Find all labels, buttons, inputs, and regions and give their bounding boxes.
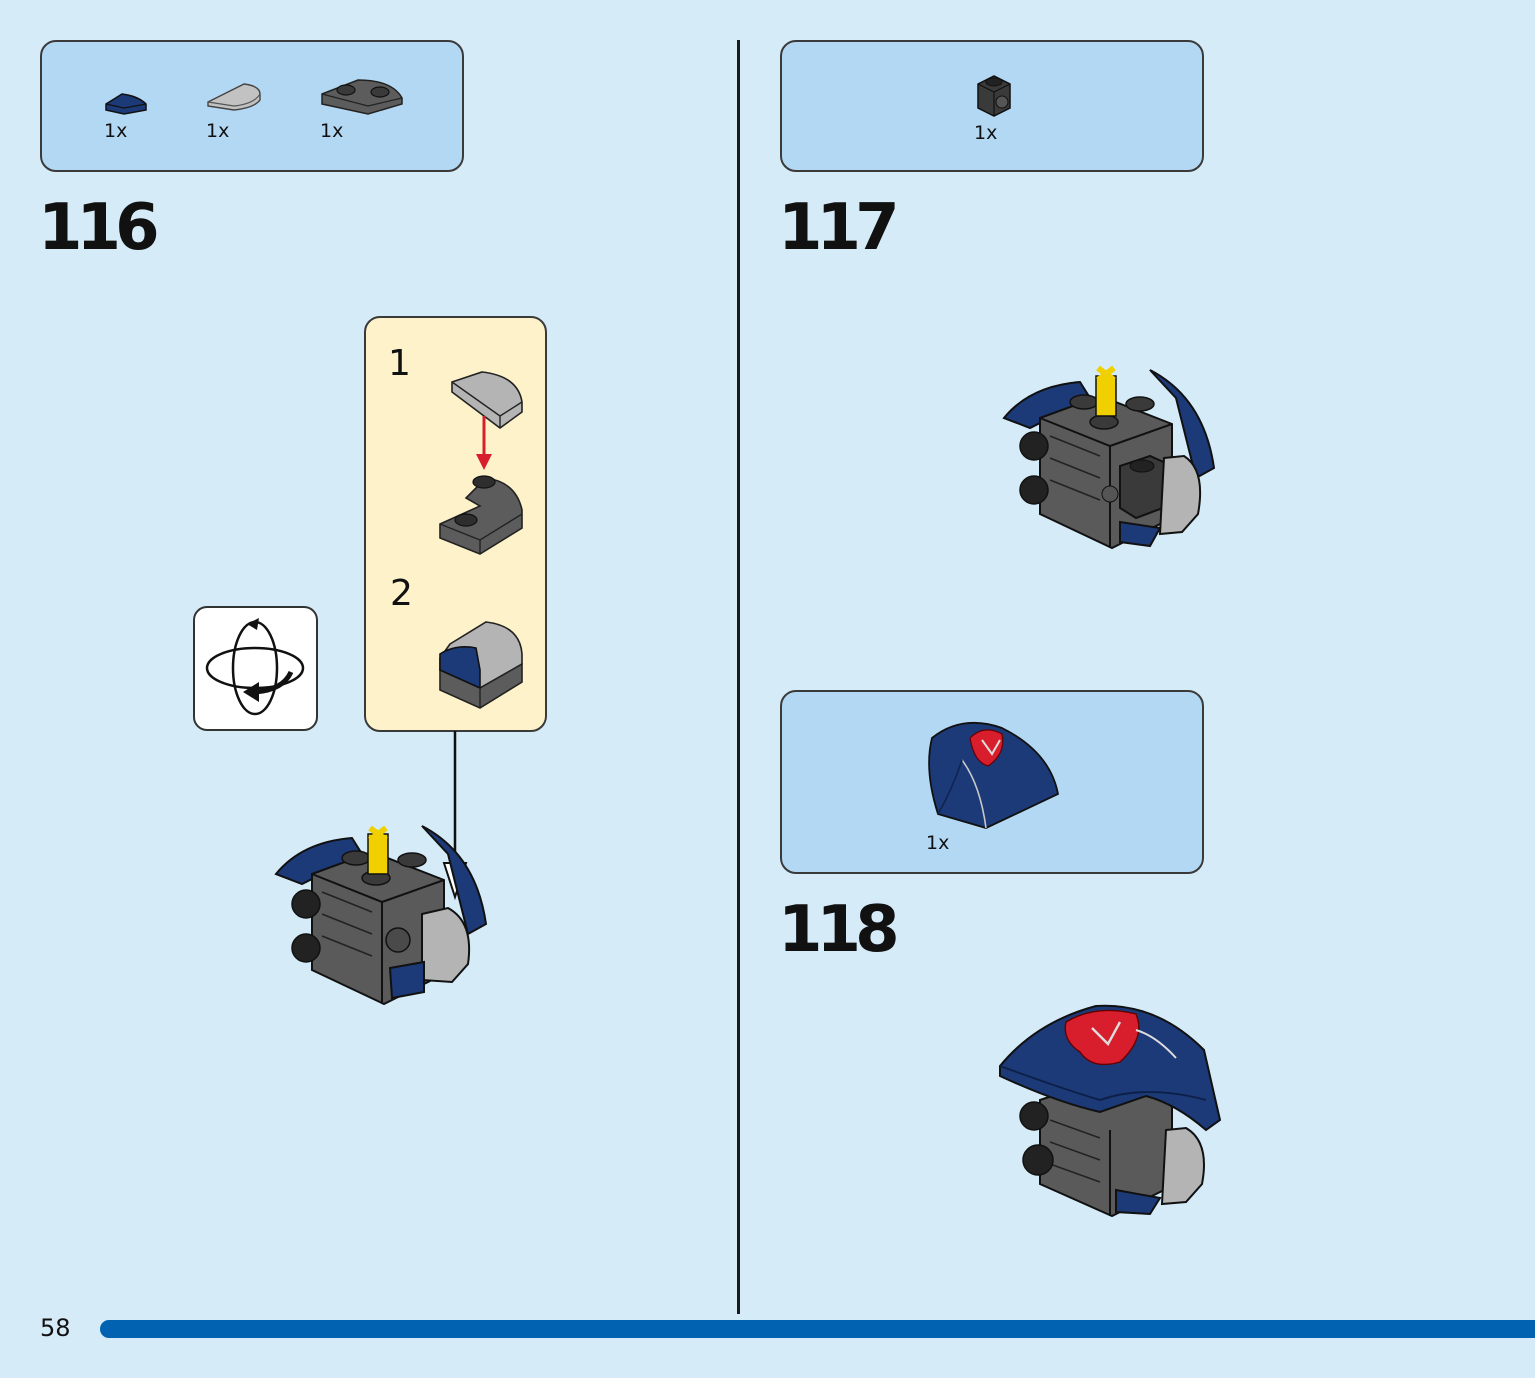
model-assembly-step-118 bbox=[999, 1004, 1222, 1218]
part-qty: 1x bbox=[320, 120, 344, 142]
step-number: 118 bbox=[778, 893, 900, 967]
model-assembly-step-116 bbox=[274, 825, 488, 1006]
light-grey-round-tile-icon bbox=[207, 83, 261, 111]
rotate-model-icon bbox=[205, 618, 305, 716]
page-number: 58 bbox=[40, 1314, 71, 1342]
dark-blue-printed-helmet-panel-icon bbox=[928, 721, 1060, 829]
dark-blue-curved-slope-icon bbox=[105, 93, 147, 115]
assembly-arrow-icon bbox=[476, 416, 492, 470]
subassembly-callout: 1 2 bbox=[364, 316, 547, 732]
combined-plate-icon bbox=[439, 621, 523, 709]
black-brick-with-stud-icon bbox=[977, 75, 1011, 117]
column-divider bbox=[737, 40, 740, 1314]
light-grey-round-tile-icon bbox=[451, 371, 523, 429]
parts-box-step-117: 1x bbox=[780, 40, 1204, 172]
subassembly-step-number: 1 bbox=[388, 343, 411, 384]
parts-box-step-116: 1x 1x 1x bbox=[40, 40, 464, 172]
subassembly-step-number: 2 bbox=[390, 573, 413, 614]
dark-grey-round-plate-icon bbox=[439, 475, 523, 555]
part-qty: 1x bbox=[104, 120, 128, 142]
part-qty: 1x bbox=[926, 832, 950, 854]
model-assembly-step-117 bbox=[1002, 365, 1216, 550]
page-progress-bar bbox=[100, 1320, 1535, 1338]
rotate-model-indicator bbox=[193, 606, 318, 731]
step-number: 117 bbox=[778, 191, 900, 265]
part-qty: 1x bbox=[206, 120, 230, 142]
parts-box-step-118: 1x bbox=[780, 690, 1204, 874]
step-number: 116 bbox=[38, 191, 160, 265]
part-qty: 1x bbox=[974, 122, 998, 144]
dark-grey-round-plate-icon bbox=[321, 79, 403, 115]
